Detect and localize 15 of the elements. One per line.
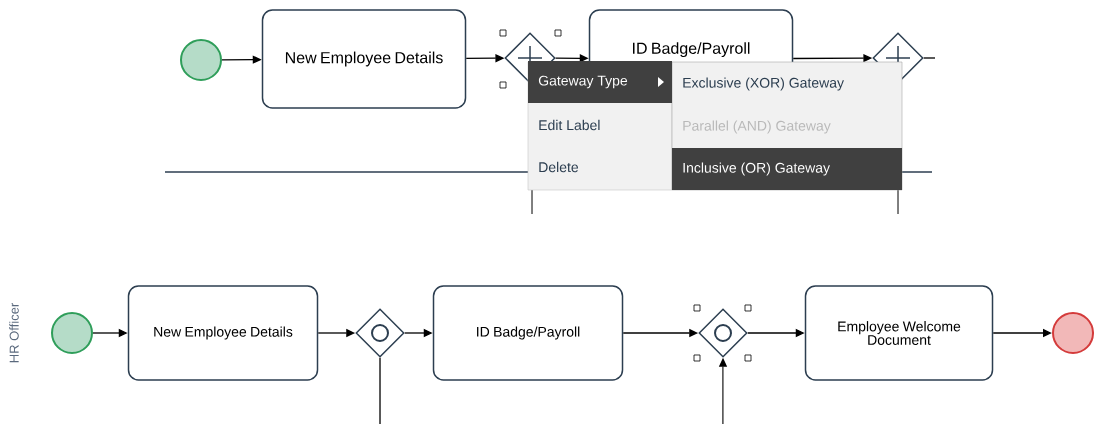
menu-item: Inclusive (OR) Gateway — [672, 148, 902, 190]
menu-item: Gateway Type — [528, 61, 672, 103]
task-box: Employee Welcome Document — [804, 285, 994, 381]
gateway-diamond — [698, 308, 748, 358]
task-box: New Employee Details — [261, 9, 467, 109]
task-box: ID Badge/Payroll — [432, 285, 624, 381]
end-event-circle — [1052, 312, 1094, 354]
menu-item: Parallel (AND) Gateway — [683, 120, 831, 134]
task-box: New Employee Details — [127, 285, 319, 381]
menu-item: Edit Label — [539, 119, 600, 131]
start-event-circle — [180, 39, 222, 81]
gateway-diamond — [355, 308, 405, 358]
lane-label: HR Officer — [9, 303, 19, 363]
start-event-circle — [51, 312, 93, 354]
menu-item: Delete — [539, 161, 579, 173]
